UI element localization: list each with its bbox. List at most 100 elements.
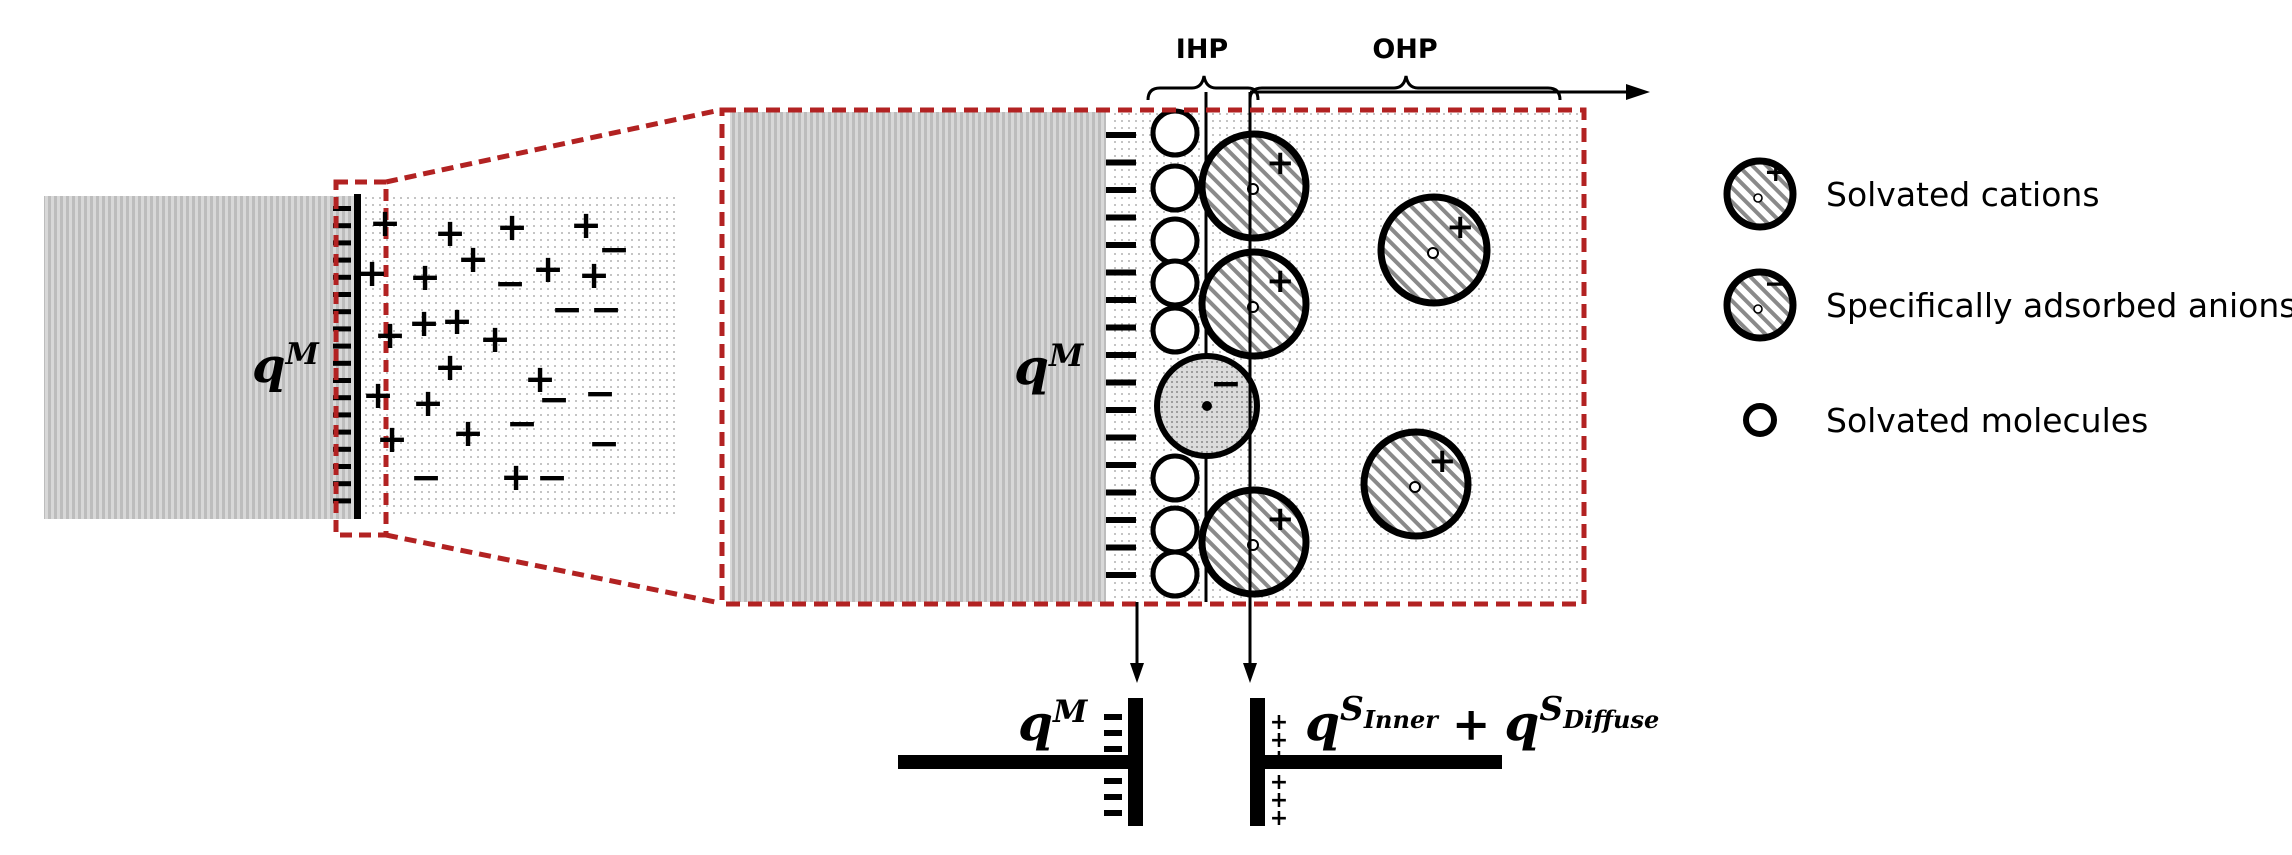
surface-charge-mark xyxy=(333,378,351,383)
capacitor-right-plate xyxy=(1250,698,1265,826)
surface-charge-mark xyxy=(1106,159,1136,166)
metal-down-arrowhead xyxy=(1130,663,1144,683)
cation-mark: + xyxy=(434,211,466,255)
surface-charge-mark xyxy=(1106,489,1136,496)
cation-mark: + xyxy=(409,255,441,299)
cation-mark: + xyxy=(434,345,466,389)
solvent-molecule xyxy=(1150,305,1200,355)
capacitor-minus xyxy=(1104,794,1122,800)
surface-charge-mark xyxy=(333,395,351,401)
surface-charge-mark xyxy=(333,429,351,435)
capacitor-qm-label: qM xyxy=(1018,693,1089,752)
surface-charge-mark xyxy=(1106,517,1136,523)
cation-mark: + xyxy=(376,417,408,461)
electrolyte-overview xyxy=(358,196,678,519)
ihp-label: IHP xyxy=(1176,34,1228,65)
surface-charge-mark xyxy=(333,446,351,452)
surface-charge-mark xyxy=(1106,434,1136,441)
surface-charge-mark xyxy=(333,326,351,332)
solvated-cation: + xyxy=(1198,248,1310,360)
capacitor-plus: + xyxy=(1270,788,1288,813)
capacitor-plus: + xyxy=(1270,710,1288,735)
surface-charge-mark xyxy=(1106,379,1136,386)
solvated-cation: + xyxy=(1198,130,1310,242)
legend: + Solvated cations − Specifically adsorb… xyxy=(1723,155,2292,440)
surface-charge-mark xyxy=(1106,352,1136,358)
metal-surface-charges xyxy=(1106,132,1136,578)
anion-mark: − xyxy=(410,455,442,499)
cation-mark: + xyxy=(496,205,528,249)
anion-mark: − xyxy=(584,371,616,415)
solvated-cation: + xyxy=(1198,486,1310,598)
anion-mark: − xyxy=(538,377,570,421)
legend-solvated-cations: + Solvated cations xyxy=(1723,155,2100,231)
surface-charge-mark xyxy=(333,292,351,297)
capacitor-plus: + xyxy=(1270,728,1288,753)
svg-text:+: + xyxy=(1266,261,1295,301)
cation-mark: + xyxy=(369,201,401,245)
solvent-molecule xyxy=(1150,216,1200,266)
cation-mark: + xyxy=(452,411,484,455)
surface-charge-mark xyxy=(333,257,351,263)
capacitor-left-plate xyxy=(1128,698,1143,826)
capacitor-minus xyxy=(1104,810,1122,816)
legend-solvated-molecules: Solvated molecules xyxy=(1743,401,2148,440)
surface-charge-mark xyxy=(333,498,351,504)
cation-mark: + xyxy=(479,317,511,361)
metal-electrode-overview xyxy=(44,196,354,519)
solvent-molecule xyxy=(1150,163,1200,213)
plane-annotations: IHP OHP xyxy=(1130,34,1650,683)
cation-mark: + xyxy=(374,313,406,357)
svg-text:+: + xyxy=(1266,499,1295,539)
surface-charge-mark xyxy=(333,464,351,469)
cation-mark: + xyxy=(500,455,532,499)
anion-mark: − xyxy=(536,455,568,499)
metal-electrode-zoom xyxy=(730,112,1106,602)
ohp-label: OHP xyxy=(1372,34,1437,65)
svg-text:+: + xyxy=(1446,207,1475,247)
solvent-molecule xyxy=(1150,258,1200,308)
legend-label-molecules: Solvated molecules xyxy=(1826,401,2148,440)
cation-mark: + xyxy=(457,237,489,281)
surface-charge-mark xyxy=(333,412,351,418)
diffuse-cations: ++ xyxy=(1360,193,1491,540)
capacitor-positive-charges: ++++++ xyxy=(1270,710,1288,831)
cation-mark: + xyxy=(362,373,394,417)
surface-charge-mark xyxy=(1106,297,1136,303)
cation-mark: + xyxy=(408,301,440,345)
surface-charge-mark xyxy=(1106,242,1136,248)
solvated-molecule-icon xyxy=(1743,403,1777,437)
distance-axis-arrowhead xyxy=(1626,84,1650,100)
anion-mark: − xyxy=(494,261,526,305)
legend-label-anions: Specifically adsorbed anions xyxy=(1826,286,2292,325)
surface-charge-mark xyxy=(333,223,351,229)
overview-qm-label: qM xyxy=(252,337,320,394)
overview-panel: ++++−+++−++++++−−++−++−++−−−+− qM xyxy=(44,179,678,538)
cation-mark: + xyxy=(524,357,556,401)
capacitor-minus xyxy=(1104,778,1122,784)
ohp-down-arrowhead xyxy=(1243,663,1257,683)
surface-charge-mark xyxy=(333,481,351,487)
zoomed-panel: − +++ ++ qM xyxy=(719,92,1587,607)
anion-mark: − xyxy=(506,401,538,445)
adsorbed-anion: − xyxy=(1154,353,1260,459)
cation-mark: + xyxy=(441,299,473,343)
cation-mark: + xyxy=(532,247,564,291)
solvated-cation: + xyxy=(1360,428,1472,540)
capacitor-plus: + xyxy=(1270,770,1288,795)
capacitor-left-lead xyxy=(898,755,1140,769)
svg-text:+: + xyxy=(1428,441,1457,481)
solvent-molecule xyxy=(1150,453,1200,503)
surface-charge-mark xyxy=(333,240,351,246)
solvated-cation: + xyxy=(1377,193,1491,307)
zoom-connector-top xyxy=(385,107,721,185)
overview-ions: ++++−+++−++++++−−++−++−++−−−+− xyxy=(356,201,630,499)
zoom-connector-bottom xyxy=(385,532,721,606)
svg-text:+: + xyxy=(1764,155,1787,188)
anion-mark: − xyxy=(588,421,620,465)
capacitor-qs-label: qSInner+qSDiffuse xyxy=(1305,689,1659,752)
surface-charge-mark xyxy=(1106,187,1136,193)
metal-charge-marks xyxy=(333,206,351,504)
electrode-surface-line xyxy=(354,194,361,519)
